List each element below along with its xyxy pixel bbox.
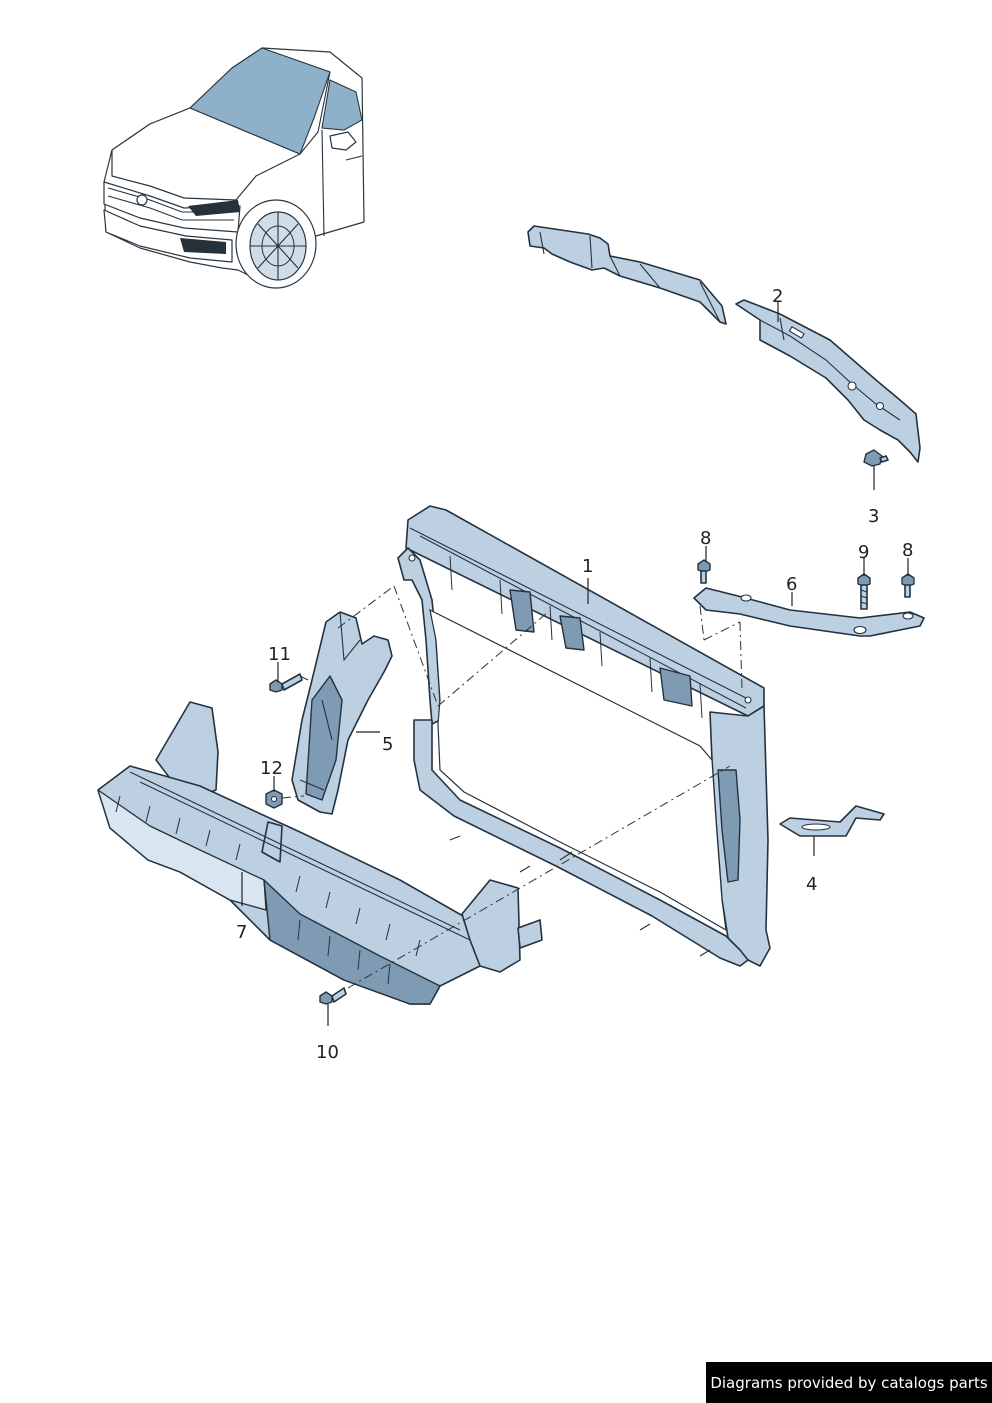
- bolt-part-8-right: [901, 573, 915, 598]
- callout-12: 12: [260, 758, 283, 779]
- nut-part-12: [265, 789, 283, 809]
- callout-7: 7: [236, 922, 247, 943]
- bolt-part-10: [319, 987, 347, 1005]
- assembly-lines: [281, 585, 743, 989]
- callout-6: 6: [786, 574, 797, 595]
- callout-8-left: 8: [700, 528, 711, 549]
- vehicle-thumbnail: [103, 47, 365, 289]
- bolt-part-3: [863, 449, 889, 490]
- credit-banner: Diagrams provided by catalogs parts: [706, 1362, 992, 1403]
- upper-cross-member-part-2: [527, 225, 921, 463]
- callout-2: 2: [772, 286, 783, 307]
- callout-1: 1: [582, 556, 593, 577]
- leader-lines: [241, 302, 909, 1026]
- bolt-part-9: [857, 573, 871, 610]
- credit-text: Diagrams provided by catalogs parts: [710, 1373, 988, 1392]
- air-duct-part-7: [97, 701, 543, 1005]
- callout-4: 4: [806, 874, 817, 895]
- lock-carrier-part-1: [397, 505, 771, 967]
- callout-8-right: 8: [902, 540, 913, 561]
- callout-9: 9: [858, 542, 869, 563]
- bolt-part-8-left: [697, 559, 711, 584]
- callout-11: 11: [268, 644, 291, 665]
- air-guide-part-5: [291, 611, 393, 815]
- bracket-part-4: [779, 805, 885, 837]
- callout-10: 10: [316, 1042, 339, 1063]
- callout-5: 5: [382, 734, 393, 755]
- bolt-part-11: [269, 673, 303, 693]
- callout-labels: 1 2 3 4 5 6 7 8 9 8 10 11 12: [236, 286, 913, 1063]
- bracket-part-6: [693, 587, 925, 637]
- callout-3: 3: [868, 506, 879, 527]
